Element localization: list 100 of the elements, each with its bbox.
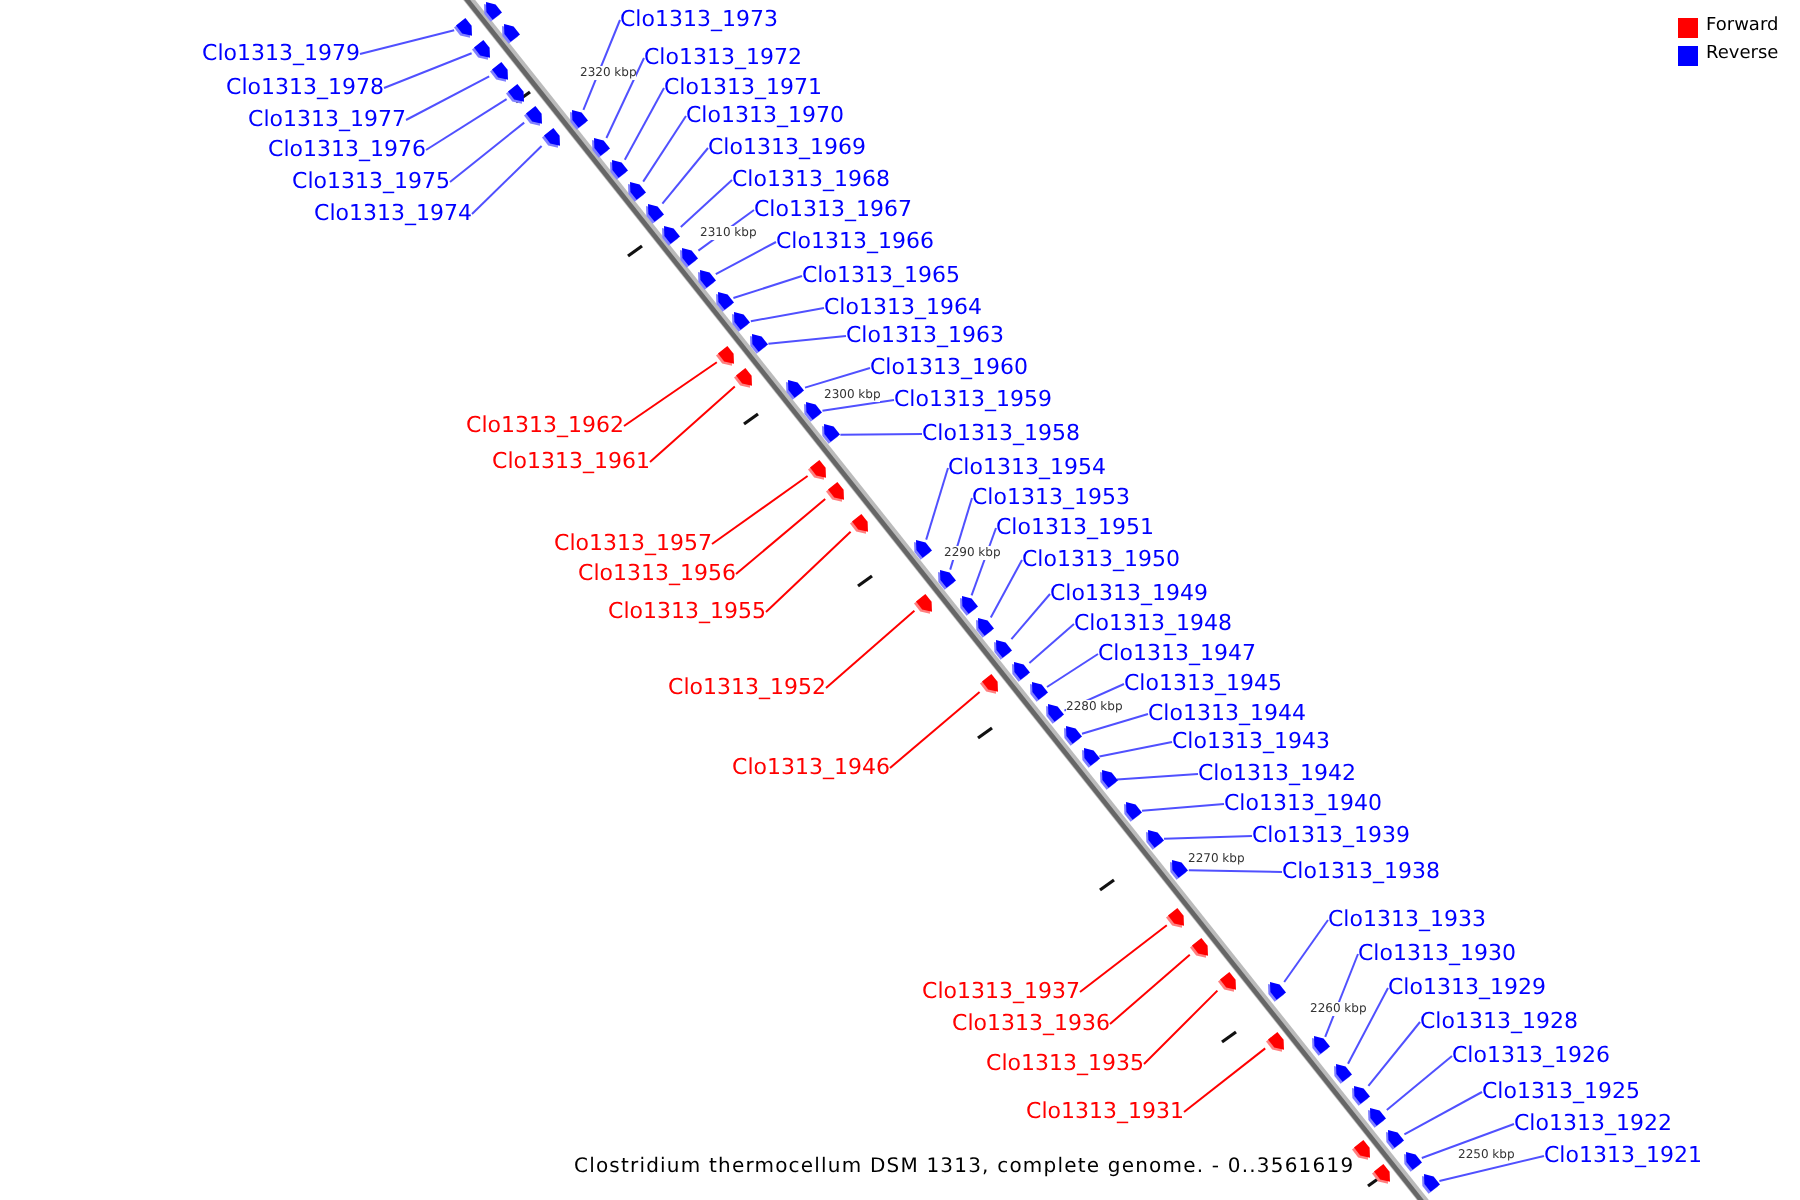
gene-feature [1029, 682, 1047, 703]
gene-label: Clo1313_1950 [1022, 546, 1180, 572]
gene-label: Clo1313_1922 [1514, 1110, 1672, 1136]
leader-line [1283, 919, 1329, 983]
gene-label: Clo1313_1939 [1252, 822, 1410, 848]
leader-line [405, 75, 491, 121]
gene-feature [732, 312, 751, 333]
leader-line [804, 367, 871, 389]
gene-feature [1421, 1173, 1440, 1193]
gene-label: Clo1313_1958 [922, 420, 1080, 446]
gene-label: Clo1313_1937 [922, 978, 1080, 1004]
gene-feature [1371, 1164, 1390, 1185]
gene-label: Clo1313_1942 [1198, 760, 1356, 786]
leader-line [1141, 803, 1225, 812]
leader-line [449, 121, 526, 183]
leader-line [1347, 987, 1389, 1065]
leader-line [1010, 593, 1051, 641]
gene-feature [1189, 937, 1208, 957]
gene-label: Clo1313_1943 [1172, 728, 1330, 754]
gene-feature [501, 23, 520, 44]
gene-label: Clo1313_1944 [1148, 700, 1306, 726]
gene-feature [716, 346, 735, 366]
gene-label: Clo1313_1969 [708, 134, 866, 160]
gene-label: Clo1313_1974 [314, 200, 472, 226]
gene-feature [506, 83, 525, 104]
gene-label: Clo1313_1977 [248, 106, 406, 132]
leader-line [1081, 713, 1149, 735]
gene-label: Clo1313_1930 [1358, 940, 1516, 966]
leader-line [1385, 1055, 1453, 1111]
gene-feature [959, 595, 977, 616]
gene-label: Clo1313_1954 [948, 454, 1106, 480]
legend-label: Forward [1706, 14, 1779, 40]
leader-line [1098, 741, 1173, 758]
leader-line [732, 275, 803, 299]
gene-feature [697, 269, 716, 289]
gene-label: Clo1313_1961 [492, 448, 650, 474]
leader-line [1367, 1021, 1421, 1087]
leader-line [623, 87, 665, 161]
gene-feature [1265, 1031, 1284, 1052]
gene-feature [1351, 1085, 1370, 1106]
gene-feature [1333, 1063, 1352, 1084]
leader-line [582, 19, 621, 111]
leader-line [767, 335, 847, 345]
gene-feature [938, 569, 957, 590]
gene-feature [734, 368, 753, 389]
gene-label: Clo1313_1973 [620, 6, 778, 32]
gene-label: Clo1313_1972 [644, 44, 802, 70]
gene-feature [680, 247, 699, 268]
gene-label: Clo1313_1928 [1420, 1008, 1578, 1034]
leader-line [925, 467, 949, 541]
gene-feature [1064, 726, 1082, 747]
leader-line [1403, 1091, 1483, 1136]
gene-label: Clo1313_1968 [732, 166, 890, 192]
gene-label: Clo1313_1938 [1282, 858, 1440, 884]
gene-label: Clo1313_1965 [802, 262, 960, 288]
gene-feature [541, 127, 560, 148]
gene-label: Clo1313_1976 [268, 136, 426, 162]
gene-feature [914, 593, 933, 613]
gene-feature [1403, 1151, 1422, 1172]
leader-line [623, 361, 718, 427]
gene-feature [489, 61, 508, 82]
leader-line [359, 29, 456, 55]
leader-line [735, 498, 827, 575]
gene-feature [979, 674, 998, 695]
leader-line [649, 385, 736, 463]
gene-feature [914, 539, 933, 560]
gene-feature [627, 181, 646, 202]
gene-feature [1312, 1036, 1331, 1057]
gene-label: Clo1313_1960 [870, 354, 1028, 380]
gene-feature [807, 459, 826, 480]
gene-feature [1099, 770, 1117, 791]
gene-label: Clo1313_1966 [776, 228, 934, 254]
leader-line [679, 179, 733, 228]
leader-line [1079, 924, 1168, 993]
gene-label: Clo1313_1940 [1224, 790, 1382, 816]
leader-line [425, 98, 508, 151]
gene-feature [1124, 801, 1142, 822]
leader-line [749, 307, 825, 323]
gene-label: Clo1313_1952 [668, 674, 826, 700]
gene-label: Clo1313_1926 [1452, 1042, 1610, 1068]
gene-label: Clo1313_1931 [1026, 1098, 1184, 1124]
gene-label: Clo1313_1963 [846, 322, 1004, 348]
leader-line [661, 147, 709, 205]
gene-label: Clo1313_1975 [292, 168, 450, 194]
gene-label: Clo1313_1970 [686, 102, 844, 128]
gene-feature [750, 334, 769, 355]
leader-line [711, 475, 809, 545]
gene-feature [645, 203, 664, 224]
gene-feature [1368, 1107, 1387, 1128]
gene-feature [850, 513, 869, 534]
gene-feature [976, 617, 995, 638]
gene-feature [471, 39, 490, 60]
gene-label: Clo1313_1947 [1098, 640, 1256, 666]
gene-label: Clo1313_1957 [554, 530, 712, 556]
gene-feature [483, 1, 502, 22]
caption: Clostridium thermocellum DSM 1313, complete genome. - 0..3561619 [574, 1156, 1355, 1178]
leader-line [383, 52, 473, 89]
legend-label: Reverse [1706, 42, 1779, 68]
gene-label: Clo1313_1925 [1482, 1078, 1640, 1104]
gene-label: Clo1313_1962 [466, 412, 624, 438]
